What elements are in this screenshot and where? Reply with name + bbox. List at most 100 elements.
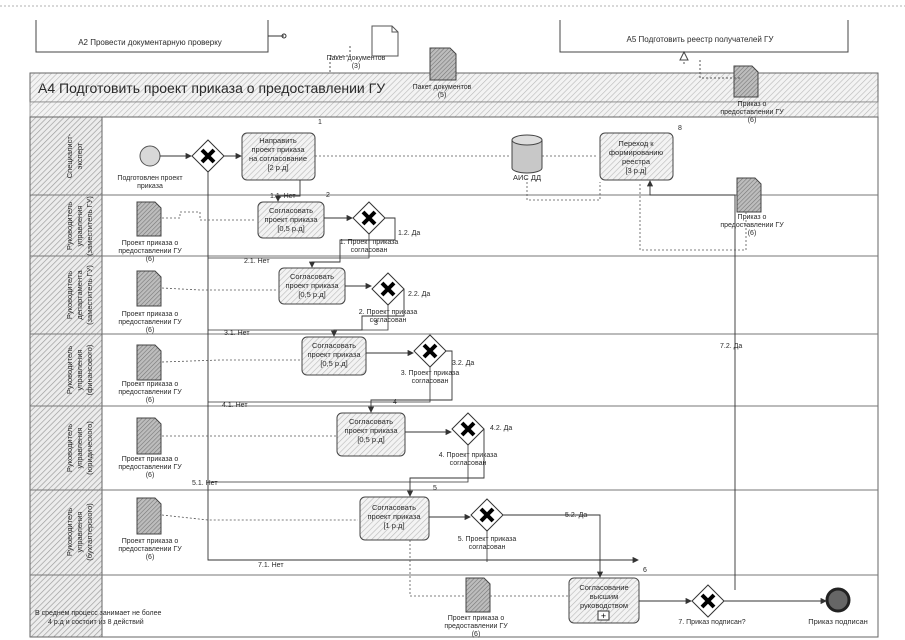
svg-text:4.2. Да: 4.2. Да [490, 425, 512, 432]
svg-text:7.1. Нет: 7.1. Нет [258, 562, 284, 569]
svg-text:предоставлении ГУ: предоставлении ГУ [118, 546, 182, 553]
svg-text:Согласовать: Согласовать [372, 503, 416, 512]
svg-text:Проект приказа о: Проект приказа о [122, 311, 179, 318]
svg-text:[3 р.д]: [3 р.д] [625, 166, 646, 175]
task-2[interactable]: Согласовать проект приказа [0,5 р.д] 2 [257, 192, 330, 239]
svg-text:департамента: департамента [75, 270, 84, 320]
svg-text:Согласовать: Согласовать [290, 272, 334, 281]
context-a2: А2 Провести документарную проверку [35, 20, 269, 53]
svg-text:Переход к: Переход к [618, 139, 654, 148]
svg-text:управления: управления [75, 428, 84, 469]
svg-text:проект приказа: проект приказа [344, 426, 398, 435]
doc-package-3: Пакет документов (3) [327, 25, 399, 70]
svg-text:эксперт: эксперт [75, 142, 84, 169]
svg-text:Согласовать: Согласовать [312, 341, 356, 350]
svg-text:управления: управления [75, 206, 84, 247]
svg-text:3.2. Да: 3.2. Да [452, 360, 474, 367]
svg-text:проект приказа: проект приказа [367, 512, 421, 521]
svg-text:(5): (5) [438, 92, 447, 99]
subprocess-plus-icon: + [601, 611, 606, 621]
svg-text:4.1. Нет: 4.1. Нет [222, 402, 248, 409]
context-a5-label: А5 Подготовить реестр получателей ГУ [627, 35, 775, 44]
svg-text:проект приказа: проект приказа [251, 145, 305, 154]
svg-text:(3): (3) [352, 63, 361, 70]
svg-text:Проект приказа о: Проект приказа о [122, 456, 179, 463]
svg-text:(юридического): (юридического) [85, 421, 94, 475]
svg-text:(6): (6) [146, 327, 155, 334]
gateway-7 [691, 584, 725, 618]
svg-text:[1 р.д]: [1 р.д] [383, 521, 404, 530]
svg-text:предоставлении ГУ: предоставлении ГУ [118, 319, 182, 326]
svg-text:6: 6 [643, 567, 647, 574]
task-7[interactable]: Согласование высшим руководством + 7 [568, 563, 647, 624]
svg-text:[0,5 р.д]: [0,5 р.д] [277, 224, 304, 233]
task-6[interactable]: Согласовать проект приказа [1 р.д] 6 [359, 496, 647, 574]
svg-text:Проект приказа о: Проект приказа о [448, 615, 505, 622]
svg-text:(6): (6) [146, 397, 155, 404]
svg-text:1.2. Да: 1.2. Да [398, 230, 420, 237]
gateway-2 [352, 201, 386, 235]
svg-text:согласован: согласован [412, 378, 449, 385]
svg-text:предоставлении ГУ: предоставлении ГУ [720, 109, 784, 116]
svg-text:управления: управления [75, 350, 84, 391]
svg-text:(6): (6) [748, 117, 757, 124]
svg-text:Направить: Направить [259, 136, 297, 145]
svg-text:формированию: формированию [609, 148, 664, 157]
svg-text:реестра: реестра [622, 157, 651, 166]
svg-text:[0,5 р.д]: [0,5 р.д] [320, 359, 347, 368]
svg-text:2. Проект приказа: 2. Проект приказа [359, 309, 418, 316]
svg-text:Руководитель: Руководитель [65, 202, 74, 250]
svg-text:приказа: приказа [137, 183, 163, 190]
svg-text:5.1. Нет: 5.1. Нет [192, 480, 218, 487]
summary-note: В среднем процесс занимает не более 4 р.… [35, 609, 162, 626]
svg-text:1: 1 [318, 119, 322, 126]
svg-text:3. Проект приказа: 3. Проект приказа [401, 370, 460, 377]
svg-text:Руководитель: Руководитель [65, 346, 74, 394]
svg-text:4 р.д и состоит из 8 действий: 4 р.д и состоит из 8 действий [48, 618, 144, 626]
database-ais-dd: АИС ДД [511, 134, 543, 182]
task-8[interactable]: Переход к формированию реестра [3 р.д] 8 [599, 125, 682, 181]
svg-text:Согласование: Согласование [579, 583, 628, 592]
svg-text:3.1. Нет: 3.1. Нет [224, 330, 250, 337]
svg-text:(6): (6) [472, 631, 481, 638]
doc-package-5: Пакет документов (5) [413, 47, 472, 99]
svg-text:(6): (6) [146, 256, 155, 263]
svg-text:Специалист-: Специалист- [65, 133, 74, 178]
task-3[interactable]: Согласовать проект приказа [0,5 р.д] 3 [278, 267, 378, 327]
gateway-6 [470, 498, 504, 532]
svg-text:Пакет документов: Пакет документов [413, 84, 472, 91]
gateway-3 [371, 272, 405, 306]
svg-text:(6): (6) [748, 230, 757, 237]
svg-text:Согласовать: Согласовать [269, 206, 313, 215]
doc-order-top: Приказ о предоставлении ГУ (6) [720, 65, 784, 124]
svg-text:4: 4 [393, 399, 397, 406]
svg-text:управления: управления [75, 512, 84, 553]
lane-label-1: Специалист-эксперт [65, 133, 84, 178]
svg-text:руководством: руководством [580, 601, 628, 610]
svg-text:согласован: согласован [370, 317, 407, 324]
svg-text:предоставлении ГУ: предоставлении ГУ [118, 248, 182, 255]
svg-text:предоставлении ГУ: предоставлении ГУ [118, 464, 182, 471]
svg-text:5.2. Да: 5.2. Да [565, 512, 587, 519]
svg-text:(заместитель ГУ): (заместитель ГУ) [85, 196, 94, 256]
svg-text:5: 5 [433, 485, 437, 492]
svg-text:Проект приказа о: Проект приказа о [122, 240, 179, 247]
svg-text:2: 2 [326, 192, 330, 199]
end-event [825, 587, 851, 613]
svg-text:Согласовать: Согласовать [349, 417, 393, 426]
gateway-4 [413, 334, 447, 368]
svg-text:2.2. Да: 2.2. Да [408, 291, 430, 298]
context-a5: А5 Подготовить реестр получателей ГУ [559, 20, 849, 53]
task-4[interactable]: Согласовать проект приказа [0,5 р.д] 4 [301, 336, 397, 406]
task-1[interactable]: Направить проект приказа на согласование… [241, 119, 322, 181]
svg-text:В среднем процесс занимает не: В среднем процесс занимает не более [35, 609, 162, 617]
svg-text:[0,5 р.д]: [0,5 р.д] [298, 290, 325, 299]
task-5[interactable]: Согласовать проект приказа [0,5 р.д] 5 [336, 412, 437, 492]
svg-text:Руководитель: Руководитель [65, 424, 74, 472]
svg-text:4. Проект приказа: 4. Проект приказа [439, 452, 498, 459]
